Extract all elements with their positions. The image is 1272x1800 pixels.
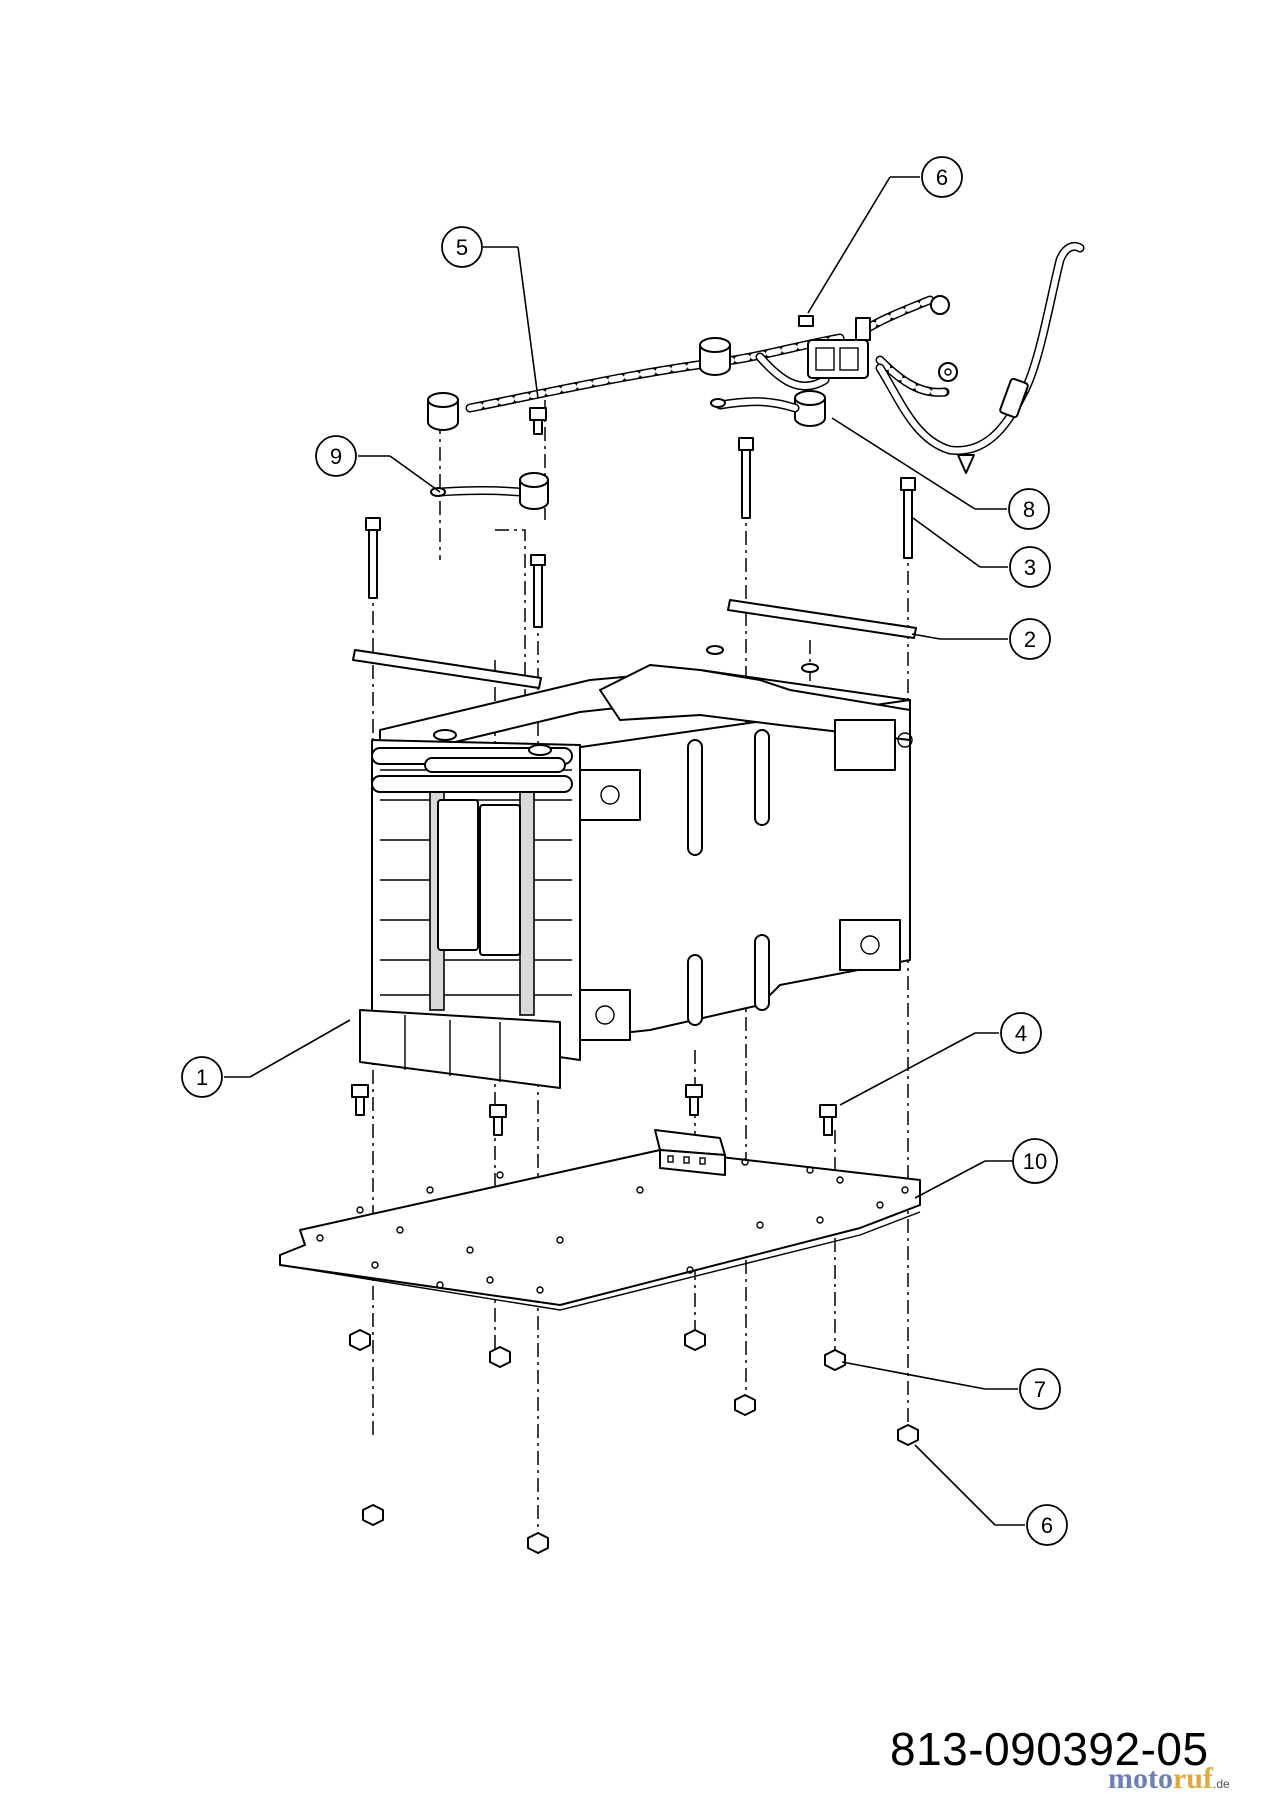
base-plate [279, 1129, 921, 1311]
wire-harness [427, 242, 1085, 510]
callout-2[interactable]: 2 [911, 618, 1051, 660]
battery-pack [359, 645, 913, 1089]
callout-5[interactable]: 5 [441, 226, 539, 399]
callout-4-label: 4 [1015, 1021, 1027, 1046]
watermark-logo: motoruf.de [1108, 1762, 1230, 1796]
flange-nuts [349, 1329, 919, 1554]
callout-1-label: 1 [196, 1065, 208, 1090]
terminal-clamp-left [427, 392, 459, 431]
callout-8[interactable]: 8 [831, 417, 1050, 530]
callout-5-label: 5 [456, 235, 468, 260]
terminal-clamp-right [794, 390, 826, 427]
callout-6-bottom[interactable]: 6 [914, 1444, 1068, 1546]
part-number: 813-090392-05 [890, 1723, 1209, 1775]
callout-7[interactable]: 7 [841, 1361, 1061, 1410]
hold-down-straps [352, 599, 917, 689]
callout-6-top-label: 6 [936, 165, 948, 190]
terminal-clamp-mid [699, 337, 731, 376]
callout-4[interactable]: 4 [839, 1012, 1042, 1106]
callout-6-bottom-label: 6 [1041, 1513, 1053, 1538]
callout-8-label: 8 [1023, 497, 1035, 522]
watermark-logo-suffix: .de [1212, 1777, 1230, 1791]
callout-10-label: 10 [1023, 1149, 1047, 1174]
long-bolts [365, 407, 916, 628]
callout-1[interactable]: 1 [181, 1019, 351, 1098]
callout-6-top[interactable]: 6 [807, 156, 963, 314]
callout-3-label: 3 [1024, 555, 1036, 580]
callout-3[interactable]: 3 [912, 517, 1051, 588]
callout-9[interactable]: 9 [315, 435, 441, 493]
callout-10[interactable]: 10 [914, 1138, 1058, 1199]
watermark-logo-part-b: ruf [1172, 1762, 1213, 1795]
callout-2-label: 2 [1024, 627, 1036, 652]
callout-9-label: 9 [330, 444, 342, 469]
small-screws [351, 1084, 837, 1136]
watermark-logo-part-a: moto [1108, 1762, 1173, 1795]
callout-7-label: 7 [1034, 1377, 1046, 1402]
